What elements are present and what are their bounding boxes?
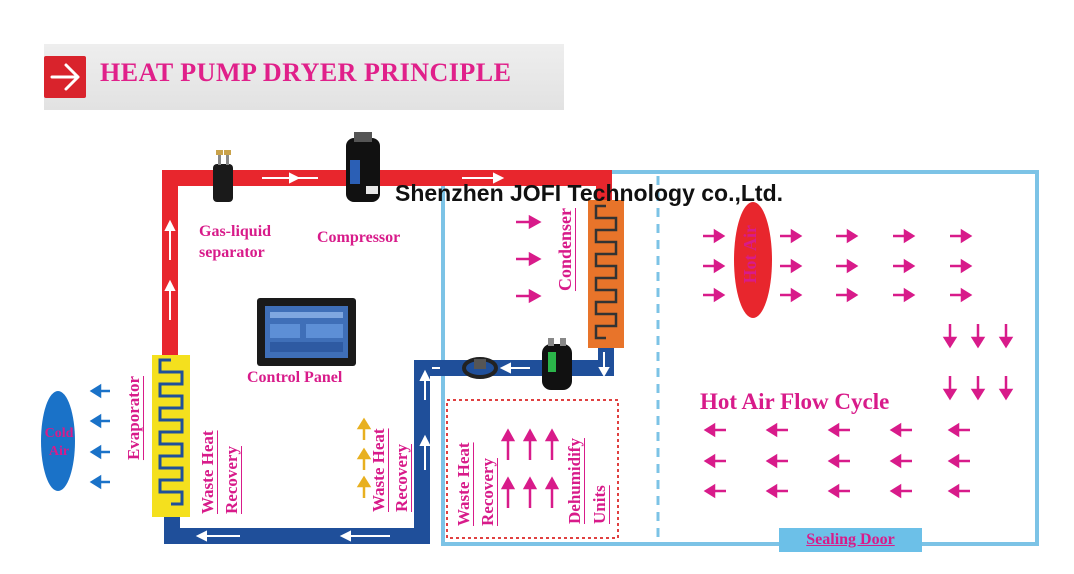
- page-title: HEAT PUMP DRYER PRINCIPLE: [100, 58, 512, 87]
- cold-air-oval: [41, 391, 75, 491]
- watermark: Shenzhen JOFI Technology co.,Ltd.: [395, 180, 784, 206]
- header-band: [44, 44, 564, 110]
- gas-liquid-separator-icon: [213, 150, 233, 202]
- gas-liquid-separator-label: Gas-liquid separator: [199, 223, 272, 261]
- cold-air-arrows-left: [89, 383, 110, 490]
- condenser-coil: [588, 200, 624, 348]
- evaporator-coil: [152, 355, 190, 517]
- hot-air-flow-cycle-label: Hot Air Flow Cycle: [700, 389, 890, 414]
- dehumidify-box: [446, 399, 619, 539]
- arrow-right-icon: [44, 56, 86, 98]
- airflow-arrows-down: [942, 324, 1014, 401]
- waste-heat-recovery-label-1: Waste Heat Recovery: [198, 430, 241, 514]
- dehumidify-units-label: Dehumidify Units: [565, 438, 609, 524]
- airflow-arrows-up: [500, 428, 560, 508]
- condenser-label: Condenser: [555, 208, 575, 292]
- hot-refrigerant-pipe: [162, 170, 612, 355]
- hot-air-label: Hot Air: [740, 225, 760, 284]
- airflow-arrows-right: [516, 214, 973, 304]
- pipe-flow-arrows: [164, 172, 610, 542]
- compressor-label: Compressor: [317, 229, 401, 246]
- airflow-arrows-left: [703, 422, 970, 499]
- drying-chamber: [441, 170, 1039, 546]
- waste-heat-recovery-label-2: Waste Heat Recovery: [369, 428, 411, 512]
- cold-air-label: Cold Air: [44, 426, 74, 459]
- evaporator-label: Evaporator: [124, 376, 143, 461]
- control-panel-icon: [257, 298, 356, 366]
- compressor-icon: [346, 132, 380, 202]
- waste-heat-recovery-label-3: Waste Heat Recovery: [454, 442, 497, 526]
- hot-air-oval: [734, 202, 772, 318]
- heat-arrows-up: [356, 417, 372, 498]
- expansion-valve-icon: [462, 357, 498, 379]
- sealing-door-label: Sealing Door: [779, 528, 922, 552]
- dehumidify-compressor-icon: [542, 338, 572, 390]
- control-panel-label: Control Panel: [247, 369, 343, 386]
